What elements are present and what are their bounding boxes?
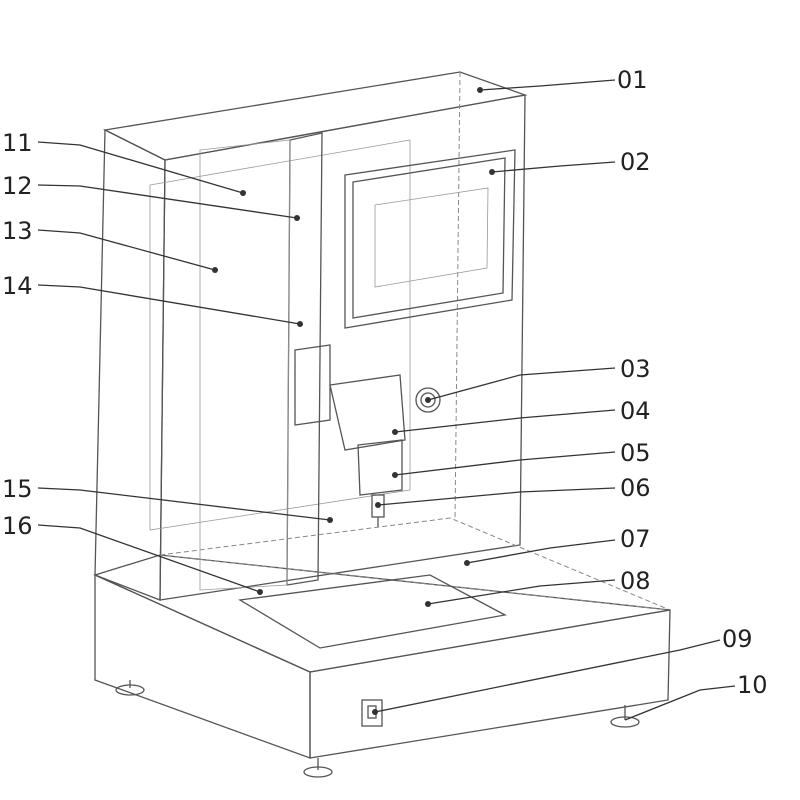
- callout-09: 09: [722, 625, 753, 653]
- callout-11: 11: [2, 129, 33, 157]
- callout-08: 08: [620, 567, 651, 595]
- leader-dots: [212, 87, 495, 715]
- callout-16: 16: [2, 512, 33, 540]
- callout-06: 06: [620, 474, 651, 502]
- callout-01: 01: [617, 66, 648, 94]
- callout-10: 10: [737, 671, 768, 699]
- callout-14: 14: [2, 272, 33, 300]
- callout-05: 05: [620, 439, 651, 467]
- callout-13: 13: [2, 217, 33, 245]
- touch-screen: [344, 149, 516, 329]
- callout-15: 15: [2, 475, 33, 503]
- base: [93, 517, 671, 778]
- leader-lines: [37, 79, 736, 721]
- upright-housing: [94, 71, 528, 601]
- feet: [115, 680, 640, 778]
- callout-04: 04: [620, 397, 651, 425]
- column-assembly: [199, 132, 441, 591]
- callout-03: 03: [620, 355, 651, 383]
- callout-02: 02: [620, 148, 651, 176]
- callout-07: 07: [620, 525, 651, 553]
- callout-12: 12: [2, 172, 33, 200]
